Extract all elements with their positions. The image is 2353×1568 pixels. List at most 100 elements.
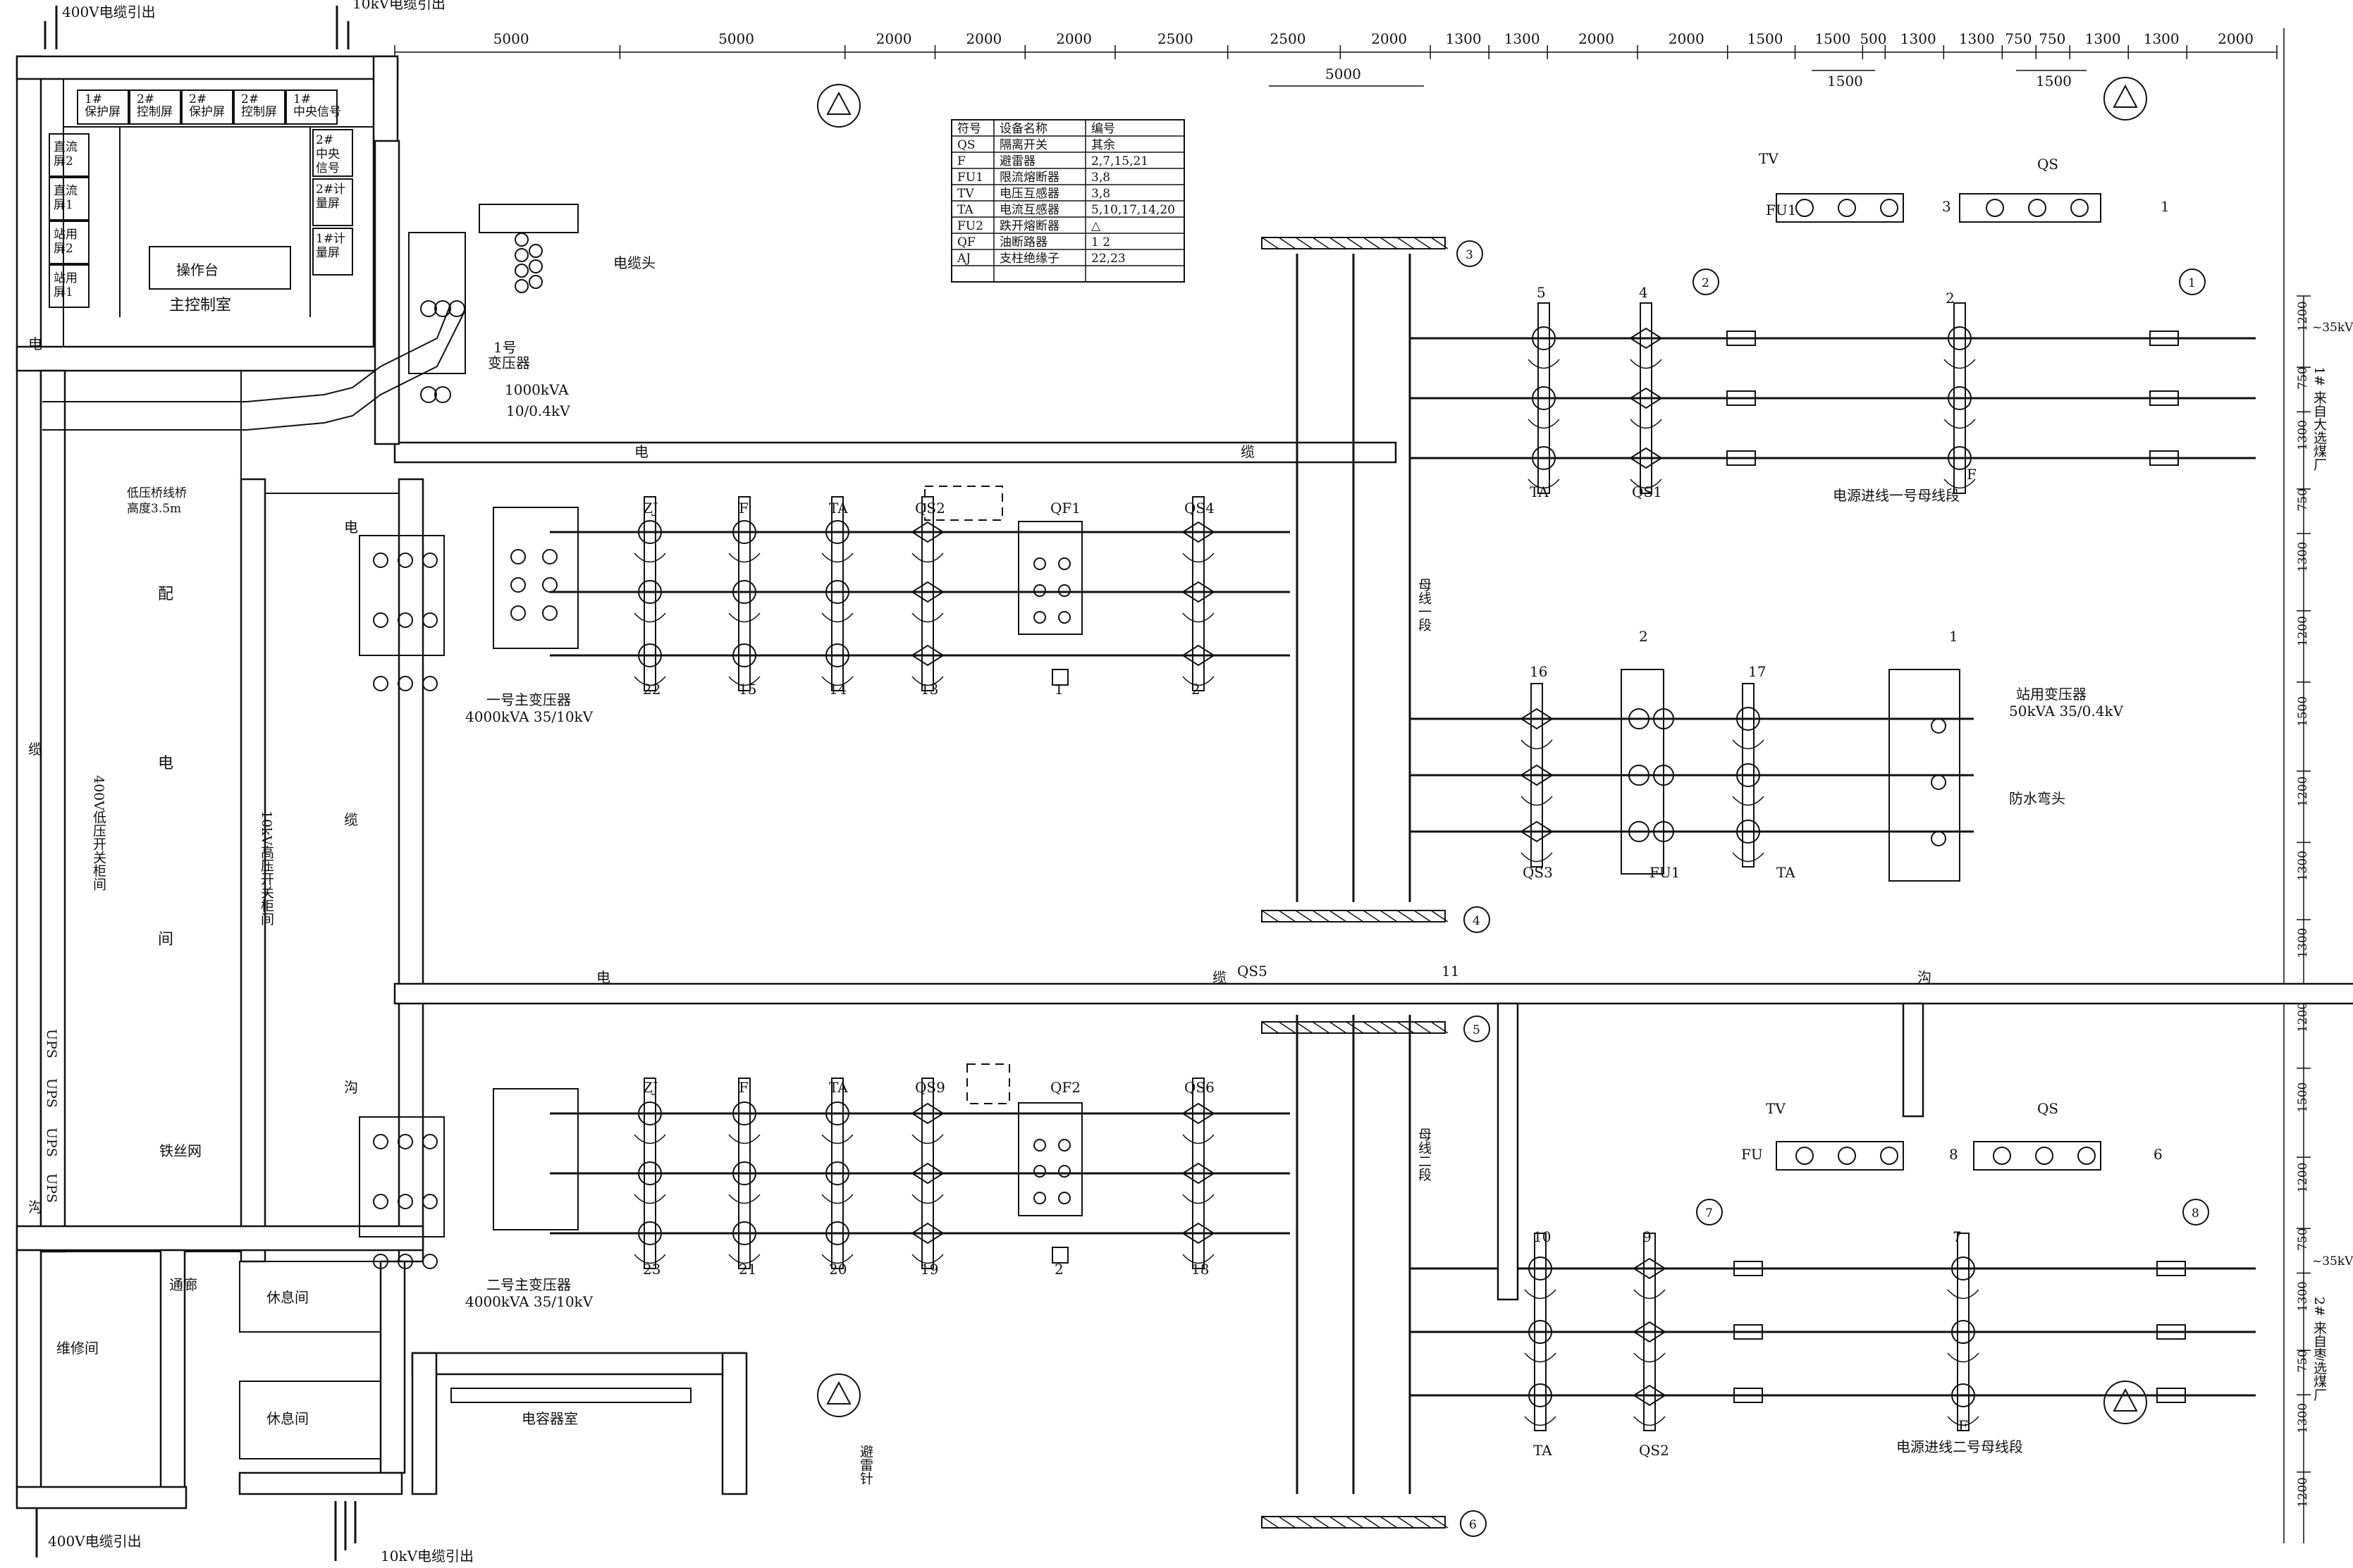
- bus-circle-text: 5: [1473, 1023, 1480, 1037]
- st-terminal: [1931, 718, 1946, 734]
- ct-icon: [1528, 1383, 1552, 1407]
- bushing-arc: [1182, 1134, 1215, 1144]
- ct-icon: [1951, 1320, 1975, 1344]
- transformer-terminal: [542, 577, 558, 593]
- bushing-arc: [1182, 612, 1215, 623]
- table-cell: 3,8: [1091, 171, 1110, 185]
- transformer-bushing: [398, 1254, 413, 1269]
- bushing-arc: [728, 1134, 761, 1144]
- aux-transformer: 1号变压器 1000kVA 10/0.4kV 电缆头: [42, 204, 656, 431]
- table-cell: AJ: [957, 252, 971, 266]
- ct-icon: [1736, 763, 1760, 787]
- breaker-pole: [1058, 611, 1071, 624]
- top-dim-9: 1300: [1504, 30, 1540, 47]
- cable-termination: [1733, 1388, 1763, 1403]
- tv-1-label: TV: [1759, 150, 1778, 167]
- transformer-bushing: [422, 676, 438, 691]
- bus-truss: [1261, 237, 1279, 249]
- lightning-rod-triangle: [2113, 1388, 2138, 1412]
- bus-circle-number: [1463, 1016, 1490, 1042]
- bushing-arc: [1943, 419, 1976, 429]
- top-dim-0: 5000: [493, 30, 529, 47]
- bus-truss: [1363, 1516, 1381, 1529]
- transformer-bushing: [422, 552, 438, 568]
- breaker-pole: [1033, 611, 1046, 624]
- cable-termination: [2149, 331, 2179, 346]
- incoming-1-number: 1: [2161, 198, 2170, 215]
- bus-number-11: 11: [1442, 963, 1459, 980]
- isolator-icon: [1181, 581, 1215, 603]
- ct-icon: [1948, 386, 1972, 410]
- aux-bushing: [434, 300, 451, 317]
- isolator-icon: [911, 1222, 945, 1245]
- bus-truss: [1413, 1516, 1432, 1529]
- transformer-bushing: [398, 552, 413, 568]
- lower-bay-number: 19: [921, 1261, 938, 1278]
- left-panel-label-3: 站用屏1: [54, 271, 78, 300]
- station-transformer-terminal: 防水弯头: [2009, 790, 2065, 807]
- trench-top-2: 缆: [1241, 443, 1255, 460]
- cable-termination: [2156, 1388, 2186, 1403]
- pt-icon: [1880, 199, 1898, 217]
- transformer-bushing: [373, 1194, 388, 1209]
- control-panel: [77, 89, 129, 125]
- incoming-2-number: 6: [2154, 1146, 2163, 1163]
- transformer-bushing: [422, 1254, 438, 1269]
- bus-truss: [1430, 1021, 1449, 1034]
- fu-icon: [1628, 821, 1649, 842]
- right-panel-label-2: 1#计量屏: [316, 232, 345, 260]
- fu-icon: [1628, 708, 1649, 729]
- fu-icon: [1628, 765, 1649, 786]
- lower-bay-label: QF2: [1050, 1079, 1081, 1096]
- f-1-label: F: [1967, 466, 1977, 483]
- main-transformer-1-name: 一号主变压器: [486, 691, 571, 708]
- lower-bay-label: QS9: [915, 1079, 945, 1096]
- breaker-pole: [1058, 1165, 1071, 1178]
- lightning-rod-triangle: [2113, 84, 2138, 108]
- insulator-column: [738, 1078, 751, 1269]
- ta-1-label: TA: [1530, 483, 1549, 500]
- lightning-rod-triangle: [826, 91, 852, 115]
- bus-truss: [1278, 910, 1296, 922]
- bus-truss: [1278, 1021, 1296, 1034]
- bushing-arc: [1182, 1194, 1215, 1204]
- isolator-icon: [1520, 708, 1554, 730]
- control-panel: [49, 177, 90, 221]
- qs2-label: QS2: [1639, 1442, 1669, 1459]
- ct-icon: [638, 643, 662, 667]
- ct-icon: [1736, 820, 1760, 844]
- bus-truss: [1329, 1516, 1347, 1529]
- bushing-arc: [1524, 1289, 1556, 1300]
- breaker-qf1: [1018, 521, 1083, 635]
- table-cell: 其余: [1091, 138, 1115, 152]
- table-cell: 电流互感器: [1000, 203, 1059, 217]
- bus-truss: [1413, 1021, 1432, 1034]
- bushing-arc: [1633, 1289, 1666, 1300]
- left-panel-label-2: 站用屏2: [54, 228, 78, 256]
- transformer-bushing: [373, 552, 388, 568]
- bus-truss: [1295, 910, 1313, 922]
- bus-truss: [1278, 237, 1296, 249]
- bus-truss: [1396, 237, 1415, 249]
- aux-cable-head-label: 电缆头: [613, 254, 656, 271]
- top-sub-dim-2: 1500: [1827, 73, 1863, 89]
- bushing-arc: [911, 1194, 944, 1204]
- table-cell: 隔离开关: [1000, 138, 1048, 152]
- isolator-icon: [1629, 447, 1663, 469]
- upper-bay-label: QS2: [915, 500, 945, 517]
- isolator-icon: [1181, 1162, 1215, 1185]
- bus-truss: [1329, 910, 1347, 922]
- bushing-arc: [911, 1134, 944, 1144]
- aux-winding: [515, 279, 529, 293]
- bushing-arc: [1630, 419, 1662, 429]
- bushing-arc: [821, 1254, 854, 1264]
- top-dim-12: 1500: [1747, 30, 1783, 47]
- top-dim-18: 750: [2039, 30, 2065, 47]
- top-dim-13: 1500: [1814, 30, 1850, 47]
- ct-icon: [1948, 326, 1972, 350]
- isolator-icon: [1633, 1257, 1666, 1280]
- ct-icon: [825, 1101, 849, 1125]
- incoming-2-number: 9: [1642, 1228, 1652, 1245]
- bushing-arc: [911, 676, 944, 686]
